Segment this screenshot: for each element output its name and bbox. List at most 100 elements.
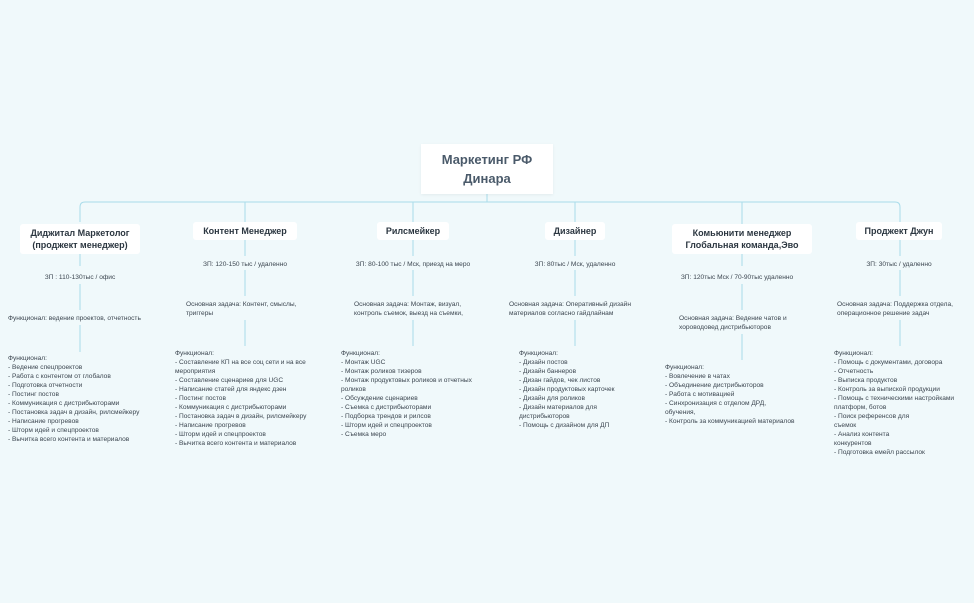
branch-salary: ЗП: 80-100 тыс / Мск, приезд на меро bbox=[355, 261, 471, 268]
func-line: - Написание прогревов bbox=[8, 418, 79, 425]
branch-salary: ЗП : 110-130тыс / офис bbox=[44, 274, 116, 281]
branch-salary: ЗП: 80тыс / Мск, удаленно bbox=[534, 261, 616, 268]
func-line: - Ведение спецпроектов bbox=[8, 364, 83, 371]
func-line: - Помощь с техническими настройками bbox=[834, 395, 955, 402]
func-line: - Помощь с документами, договора bbox=[834, 359, 943, 366]
task-line: Основная задача: Поддержка отдела, bbox=[837, 301, 953, 308]
func-line: съемок bbox=[834, 422, 857, 429]
branch-task: Функционал: ведение проектов, отчетность bbox=[8, 314, 158, 323]
func-line: - Постановка задач в дизайн, рилсмейкеру bbox=[175, 413, 307, 420]
func-line: - Монтаж продуктовых роликов и отчетных bbox=[341, 377, 472, 384]
func-line: - Вовлечение в чатах bbox=[665, 373, 730, 380]
branch-task: Основная задача: Поддержка отдела, опера… bbox=[837, 300, 971, 318]
branch-title-line: Глобальная команда,Эво bbox=[685, 240, 799, 250]
branch-title-line: Проджект Джун bbox=[864, 226, 934, 236]
func-line: дистрибьюторов bbox=[519, 413, 570, 420]
func-line: - Постинг постов bbox=[175, 395, 226, 402]
func-line: - Коммуникация с дистрибьюторами bbox=[175, 404, 287, 411]
func-line: - Съемка с дистрибьюторами bbox=[341, 404, 432, 411]
branch-title-line: Комьюнити менеджер bbox=[692, 228, 792, 238]
func-line: - Отчетность bbox=[834, 368, 874, 375]
task-line: Функционал: ведение проектов, отчетность bbox=[8, 315, 141, 322]
branch-node-content-manager[interactable]: Контент Менеджер bbox=[193, 222, 297, 240]
func-line: - Анализ контента bbox=[834, 431, 890, 438]
task-line: Основная задача: Контент, смыслы, bbox=[186, 301, 297, 308]
func-line: платформ, ботов bbox=[834, 404, 887, 411]
func-line: - Шторм идей и спецпроектов bbox=[341, 422, 432, 429]
branch-functions: Функционал: - Помощь с документами, дого… bbox=[834, 349, 954, 457]
func-line: - Контроль за выпиской продукции bbox=[834, 386, 940, 393]
branch-title-line: Рилсмейкер bbox=[385, 226, 441, 236]
branch-task: Основная задача: Контент, смыслы, тригге… bbox=[186, 300, 326, 318]
func-line: - Выписка продуктов bbox=[834, 377, 898, 384]
func-line: - Помощь с дизайном для ДП bbox=[519, 422, 610, 429]
func-line: Функционал: bbox=[665, 364, 704, 371]
func-line: мероприятия bbox=[175, 368, 216, 375]
branch-node-project-junior[interactable]: Проджект Джун bbox=[856, 222, 942, 240]
func-line: - Работа с контентом от глобалов bbox=[8, 373, 111, 380]
func-line: - Составление КП на все соц сети и на вс… bbox=[175, 359, 306, 366]
func-line: - Монтаж роликов тизеров bbox=[341, 368, 422, 375]
func-line: - Дизайн баннеров bbox=[519, 368, 577, 375]
branch-functions: Функционал: - Монтаж UGC - Монтаж ролико… bbox=[341, 349, 472, 439]
func-line: роликов bbox=[341, 386, 366, 393]
func-line: - Шторм идей и спецпроектов bbox=[175, 431, 266, 438]
root-subtitle: Динара bbox=[463, 171, 511, 186]
func-line: - Поиск референсов для bbox=[834, 413, 910, 420]
branch-title-line: Дизайнер bbox=[553, 226, 597, 236]
task-line: хороводовед дистрибьюторов bbox=[679, 324, 771, 331]
func-line: - Составление сценариев для UGC bbox=[175, 377, 284, 384]
branch-functions: Функционал: - Ведение спецпроектов - Раб… bbox=[8, 354, 139, 444]
branch-salary: ЗП: 120тыс Мск / 70-90тыс удаленно bbox=[680, 274, 794, 281]
branch-task: Основная задача: Оперативный дизайн мате… bbox=[509, 300, 649, 318]
func-line: - Синхронизация с отделом ДРД, bbox=[665, 400, 767, 407]
func-line: - Дизайн продуктовых карточек bbox=[519, 386, 615, 393]
func-line: Функционал: bbox=[519, 350, 558, 357]
branch-title-line: Диджитал Маркетолог bbox=[30, 228, 130, 238]
task-line: контроль съемок, выезд на съемки, bbox=[354, 310, 463, 317]
task-line: Основная задача: Оперативный дизайн bbox=[509, 301, 631, 308]
branch-node-designer[interactable]: Дизайнер bbox=[545, 222, 605, 240]
func-line: - Шторм идей и спецпроектов bbox=[8, 427, 99, 434]
func-line: - Подготовка емейл рассылок bbox=[834, 449, 925, 456]
task-line: операционное решение задач bbox=[837, 310, 930, 317]
func-line: - Коммуникация с дистрибьюторами bbox=[8, 400, 120, 407]
func-line: - Постинг постов bbox=[8, 391, 59, 398]
func-line: - Контроль за коммуникацией материалов bbox=[665, 418, 795, 425]
func-line: - Подготовка отчетности bbox=[8, 382, 83, 389]
branch-node-reelsmaker[interactable]: Рилсмейкер bbox=[377, 222, 449, 240]
func-line: - Написание прогревов bbox=[175, 422, 246, 429]
branch-task: Основная задача: Ведение чатов и хоровод… bbox=[679, 314, 819, 332]
branch-node-digital-marketer[interactable]: Диджитал Маркетолог (проджект менеджер) bbox=[20, 224, 140, 254]
root-title: Маркетинг РФ bbox=[441, 152, 533, 167]
func-line: - Обсуждение сценариев bbox=[341, 395, 418, 402]
func-line: Функционал: bbox=[8, 355, 47, 362]
func-line: Функционал: bbox=[834, 350, 873, 357]
branch-functions: Функционал: - Вовлечение в чатах - Объед… bbox=[665, 363, 795, 426]
root-node[interactable]: Маркетинг РФ Динара bbox=[421, 144, 553, 194]
func-line: - Вычитка всего контента и материалов bbox=[8, 436, 130, 443]
func-line: Функционал: bbox=[175, 350, 214, 357]
func-line: - Постановка задач в дизайн, рилсмейкеру bbox=[8, 409, 140, 416]
branch-salary: ЗП: 120-150 тыс / удаленно bbox=[202, 261, 288, 268]
func-line: - Подборка трендов и рилсов bbox=[341, 413, 431, 420]
branch-task: Основная задача: Монтаж, визуал, контрол… bbox=[354, 300, 494, 318]
branch-bus bbox=[79, 201, 901, 222]
func-line: Функционал: bbox=[341, 350, 380, 357]
branch-node-community-manager[interactable]: Комьюнити менеджер Глобальная команда,Эв… bbox=[672, 224, 812, 254]
func-line: обучения, bbox=[665, 409, 696, 416]
branch-salary: ЗП: 30тыс / удаленно bbox=[866, 261, 932, 268]
func-line: - Съемка меро bbox=[341, 431, 387, 438]
branch-title-line: (проджект менеджер) bbox=[32, 240, 128, 250]
branch-title-line: Контент Менеджер bbox=[203, 226, 287, 236]
func-line: - Объединение дистрибьюторов bbox=[665, 382, 764, 389]
func-line: - Вычитка всего контента и материалов bbox=[175, 440, 297, 447]
branch-functions: Функционал: - Дизайн постов - Дизайн бан… bbox=[519, 349, 615, 430]
func-line: - Монтаж UGC bbox=[341, 359, 386, 366]
func-line: - Работа с мотивацией bbox=[665, 391, 735, 398]
func-line: - Дизайн материалов для bbox=[519, 404, 597, 411]
func-line: - Дизайн для роликов bbox=[519, 395, 585, 402]
branch-functions: Функционал: - Составление КП на все соц … bbox=[175, 349, 306, 448]
func-line: - Дизан гайдов, чек листов bbox=[519, 377, 601, 384]
